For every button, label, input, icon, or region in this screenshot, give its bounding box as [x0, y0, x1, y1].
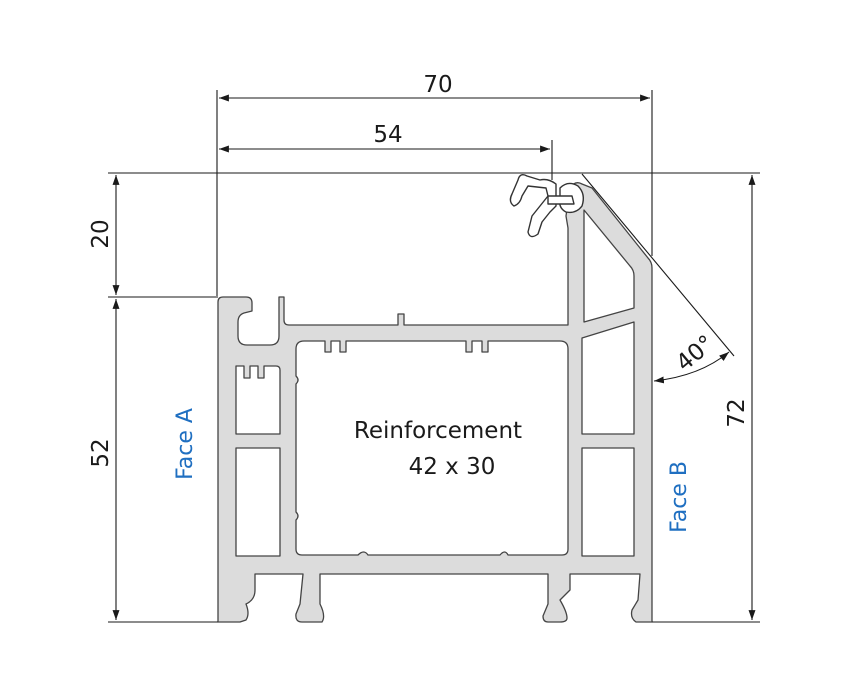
extension-lines: [108, 90, 760, 623]
dim-total-width: 70: [423, 72, 452, 98]
reinforcement-chamber: [295, 340, 569, 556]
dim-inner-width: 54: [373, 122, 402, 148]
glazing-gasket: [509, 173, 585, 238]
face-a-label: Face A: [173, 408, 198, 480]
reinforcement-title: Reinforcement: [354, 418, 522, 444]
angle-arc: [653, 351, 730, 384]
right-chamber-top: [581, 321, 635, 435]
reinforcement-size: 42 x 30: [409, 454, 496, 480]
dim-angle: 40°: [672, 331, 720, 377]
face-b-label: Face B: [667, 461, 692, 533]
right-chamber-bottom: [581, 447, 635, 557]
dim-lower-height: 52: [88, 438, 114, 467]
left-chamber-top: [235, 365, 281, 435]
left-chamber-bottom: [235, 447, 281, 557]
window-profile: [217, 173, 653, 623]
dimension-lines: [112, 94, 756, 620]
angled-chamber: [583, 209, 635, 323]
dim-total-height: 72: [724, 398, 750, 427]
dim-top-height: 20: [88, 219, 114, 248]
